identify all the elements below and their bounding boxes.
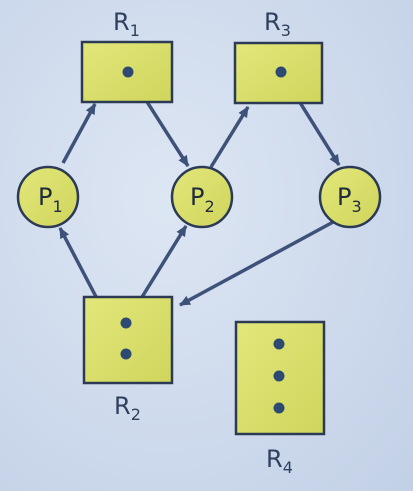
process-subscript: 2 — [204, 197, 214, 216]
instance-dot — [122, 66, 134, 78]
process-subscript: 3 — [351, 197, 361, 216]
process-p2-circle — [170, 165, 234, 229]
edge-p3-to-r2 — [179, 219, 336, 307]
resource-r4-label: R4 — [266, 445, 293, 477]
instance-dot — [273, 402, 285, 414]
resource-r2 — [82, 295, 174, 385]
process-p1-circle — [16, 165, 80, 229]
process-letter: P — [190, 183, 204, 211]
edge-p2-to-r3 — [209, 106, 250, 168]
process-p1: P1 — [16, 165, 80, 229]
resource-letter: R — [264, 8, 281, 36]
instance-dot — [273, 338, 285, 350]
resource-subscript: 4 — [283, 458, 293, 477]
resource-letter: R — [113, 8, 130, 36]
edge-p1-to-r1 — [61, 103, 97, 164]
process-p3: P3 — [318, 165, 382, 229]
instance-dot — [273, 370, 285, 382]
instance-dot — [120, 348, 132, 360]
process-letter: P — [337, 183, 351, 211]
process-p1-label: P1 — [38, 183, 63, 216]
resource-r4 — [234, 320, 326, 436]
resource-r2-box — [82, 295, 174, 385]
resource-r3 — [233, 41, 324, 105]
process-subscript: 1 — [52, 197, 62, 216]
resource-subscript: 3 — [281, 21, 291, 40]
resource-subscript: 2 — [131, 405, 141, 424]
process-p3-label: P3 — [337, 183, 362, 216]
resource-r1-label: R1 — [113, 8, 140, 40]
process-p3-circle — [318, 165, 382, 229]
resource-subscript: 1 — [130, 21, 140, 40]
resource-r1 — [80, 40, 174, 104]
instance-dot — [120, 317, 132, 329]
process-letter: P — [38, 183, 52, 211]
instance-dot — [275, 66, 287, 78]
resource-letter: R — [114, 392, 131, 420]
process-p2-label: P2 — [190, 183, 215, 216]
process-p2: P2 — [170, 165, 234, 229]
resource-r3-label: R3 — [264, 8, 291, 40]
resource-letter: R — [266, 445, 283, 473]
resource-r2-label: R2 — [114, 392, 141, 424]
